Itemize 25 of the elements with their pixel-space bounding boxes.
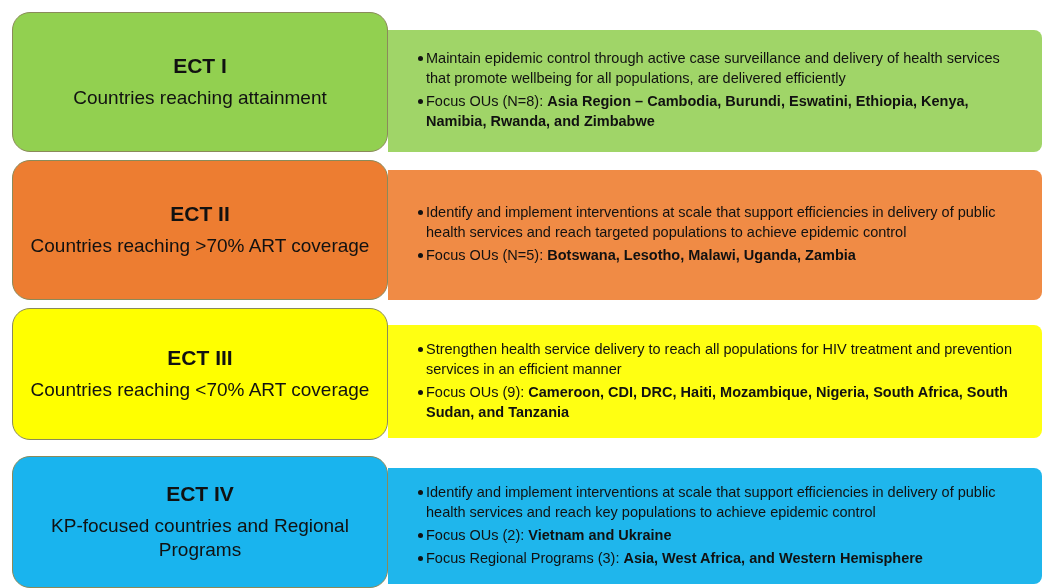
bullet-text: Maintain epidemic control through active case surveillance and delivery of health services that promote wellbeing for all populations, are delivered efficiently xyxy=(426,49,1001,88)
bullet-text: Focus OUs (2): Vietnam and Ukraine xyxy=(426,525,673,545)
bullet-text: Focus OUs (N=5): Botswana, Lesotho, Malawi, Uganda, Zambia xyxy=(426,246,857,265)
bullet-text: Focus OUs (9): Cameroon, CDI, DRC, Haiti, Mozambique, Nigeria, South Africa, South Sudan, and Tanzania xyxy=(426,382,1009,422)
description-panel xyxy=(388,170,1042,300)
bullet-text: Focus Regional Programs (3): Asia, West Africa, and Western Hemisphere xyxy=(426,548,924,568)
category-heading: ECT IV xyxy=(166,482,234,506)
category-heading: ECT III xyxy=(167,346,233,370)
category-box xyxy=(12,12,388,152)
bullet-text: Focus OUs (N=8): Asia Region – Cambodia, Burundi, Eswatini, Ethiopia, Kenya, Namibia, Rwanda, and Zimbabwe xyxy=(426,92,970,131)
bullet-text: Identify and implement interventions at scale that support efficiencies in delivery of public health services and reach key populations to achieve epidemic control xyxy=(426,482,997,522)
description-panel xyxy=(388,30,1042,152)
description-panel xyxy=(388,325,1042,438)
description-panel xyxy=(388,468,1042,584)
category-description: Countries reaching <70% ART coverage xyxy=(29,378,371,402)
category-description: Countries reaching >70% ART coverage xyxy=(29,234,371,258)
category-description: KP-focused countries and Regional Programs xyxy=(50,514,350,562)
bullet-text: Identify and implement interventions at scale that support efficiencies in delivery of public health services and reach targeted populations to achieve epidemic control xyxy=(426,203,997,242)
category-box xyxy=(12,160,388,300)
bullet-text: Strengthen health service delivery to reach all populations for HIV treatment and prevention services in an efficient manner xyxy=(426,339,1012,379)
category-box xyxy=(12,308,388,440)
category-heading: ECT II xyxy=(170,202,230,226)
category-description: Countries reaching attainment xyxy=(72,86,328,110)
category-heading: ECT I xyxy=(173,54,227,78)
category-box xyxy=(12,456,388,588)
